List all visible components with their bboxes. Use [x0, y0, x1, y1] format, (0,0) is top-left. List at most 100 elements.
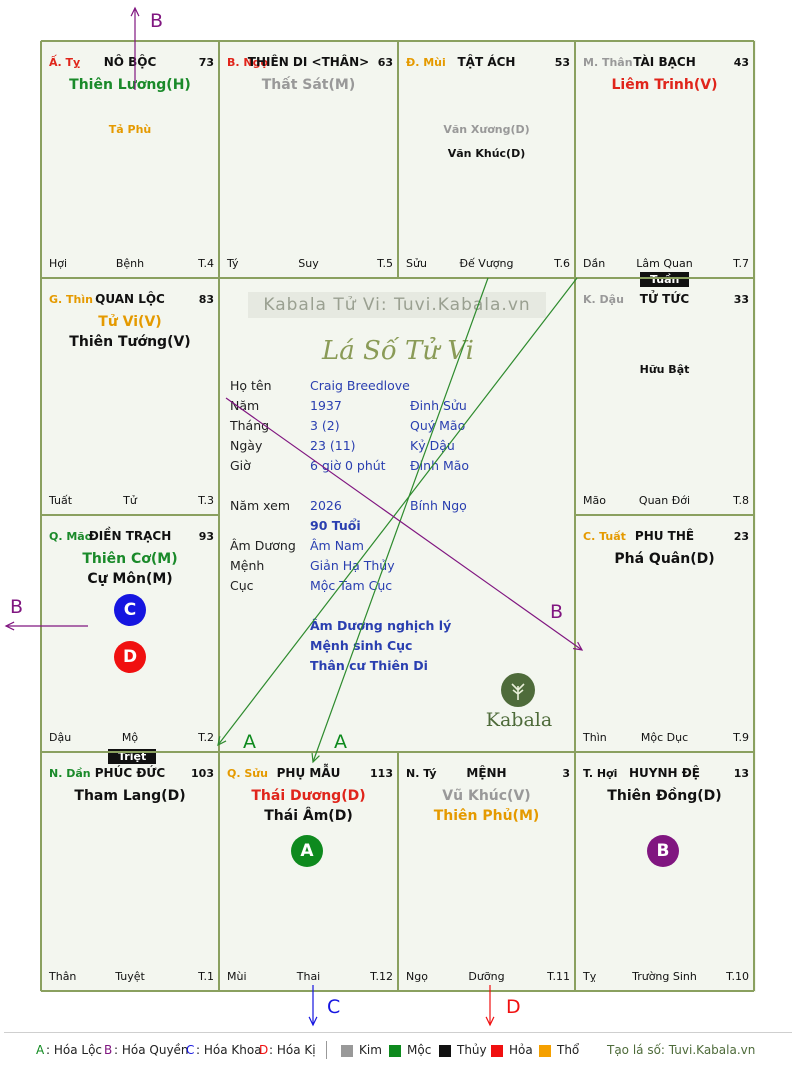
palace-can-chi: T. Hợi	[583, 767, 618, 780]
info-value: Âm Nam	[310, 538, 364, 553]
palace-title: TỬ TỨC	[639, 292, 690, 306]
palace-stage: Thai	[296, 970, 321, 983]
palace-title: PHỤ MẪU	[276, 766, 341, 780]
palace-number: 43	[733, 56, 749, 69]
main-star: Cự Môn(M)	[87, 571, 173, 587]
info-can-chi: Đinh Sửu	[410, 398, 467, 413]
info-can-chi: Kỷ Dậu	[410, 438, 455, 453]
palace-branch: Tỵ	[583, 970, 597, 983]
palace-branch: Mão	[583, 494, 606, 507]
main-star: Thất Sát(M)	[261, 77, 356, 93]
palace-stage: Dưỡng	[468, 970, 505, 983]
legend-element-label: Hỏa	[509, 1043, 533, 1057]
minor-star: Văn Khúc(D)	[447, 147, 526, 160]
hoa-quyen-arrow	[225, 397, 583, 651]
palace-title: MỆNH	[466, 766, 507, 780]
palace-limit: T.7	[733, 257, 749, 270]
palace-number: 53	[554, 56, 570, 69]
legend-hoa-key: A	[36, 1043, 45, 1057]
info-note: Thân cư Thiên Di	[310, 658, 428, 673]
palace-branch: Thìn	[583, 731, 607, 744]
palace-title: HUYNH ĐỆ	[629, 766, 700, 780]
arrow-label-a1: A	[243, 731, 256, 753]
palace-branch: Tuất	[49, 494, 73, 507]
palace-number: 3	[562, 767, 570, 780]
palace-stage: Tử	[123, 494, 137, 507]
main-star: Thiên Tướng(V)	[69, 334, 191, 350]
arrow-label-a2: A	[334, 731, 347, 753]
minor-star: Văn Xương(D)	[443, 123, 530, 136]
info-can-chi: Đinh Mão	[410, 458, 470, 473]
palace-number: 113	[370, 767, 393, 780]
palace-stage: Đế Vượng	[459, 257, 514, 270]
palace-can-chi: G. Thìn	[49, 293, 93, 306]
hoa-loc-arrow-head	[217, 736, 227, 747]
main-star: Thiên Lương(H)	[69, 77, 191, 93]
palace-limit: T.2	[198, 731, 214, 744]
info-value: 2026	[310, 498, 342, 513]
kabala-logo-text: Kabala	[485, 709, 553, 731]
info-value: 90 Tuổi	[310, 518, 361, 533]
palace-limit: T.5	[377, 257, 393, 270]
palace-can-chi: K. Dậu	[583, 293, 624, 306]
palace-number: 73	[198, 56, 214, 69]
palace-limit: T.10	[726, 970, 749, 983]
info-label: Âm Dương	[230, 538, 296, 553]
legend-swatch	[491, 1045, 503, 1057]
palace-title: THIÊN DI <THÂN>	[247, 55, 370, 69]
palace-number: 33	[733, 293, 749, 306]
info-can-chi: Bính Ngọ	[410, 498, 467, 513]
info-label: Năm xem	[230, 498, 291, 513]
palace-number: 13	[733, 767, 749, 780]
info-label: Ngày	[230, 438, 263, 453]
legend-element-label: Kim	[359, 1043, 382, 1057]
main-star: Thái Âm(D)	[264, 808, 353, 824]
main-star: Thái Dương(D)	[251, 788, 366, 804]
legend-hoa-label: : Hóa Quyền	[114, 1043, 189, 1057]
palace-limit: T.11	[547, 970, 570, 983]
palace-can-chi: C. Tuất	[583, 530, 626, 543]
legend-hoa-key: C	[186, 1043, 195, 1057]
palace-limit: T.12	[370, 970, 393, 983]
legend-swatch	[341, 1045, 353, 1057]
legend-element-label: Thủy	[457, 1043, 487, 1057]
palace-limit: T.4	[198, 257, 214, 270]
palace-can-chi: Q. Mão	[49, 530, 93, 543]
hoa-khoa-arrow-head	[308, 1016, 318, 1027]
hoa-quyen-arrow-head	[573, 641, 584, 651]
hoa-loc-arrow	[312, 277, 489, 763]
main-star: Vũ Khúc(V)	[442, 788, 531, 804]
tuan-badge: Tuần	[640, 272, 690, 287]
palace-can-chi: Q. Sửu	[227, 767, 268, 780]
palace-branch: Tý	[227, 257, 239, 270]
palace-stage: Quan Đới	[638, 494, 691, 507]
kabala-logo-icon	[501, 673, 535, 707]
info-value: Giản Hạ Thủy	[310, 558, 395, 573]
legend-swatch	[539, 1045, 551, 1057]
hoa-marker-d: D	[114, 641, 146, 673]
palace-branch: Sửu	[406, 257, 427, 270]
palace-branch: Hợi	[49, 257, 68, 270]
center-title: Lá Số Tử Vi	[321, 336, 474, 366]
palace-can-chi: M. Thân	[583, 56, 633, 69]
main-star: Thiên Cơ(M)	[82, 551, 178, 567]
palace-limit: T.1	[198, 970, 214, 983]
palace-number: 83	[198, 293, 214, 306]
palace-stage: Mộ	[121, 731, 139, 744]
info-label: Mệnh	[230, 558, 265, 573]
minor-star: Hữu Bật	[639, 363, 690, 376]
info-value: 23 (11)	[310, 438, 356, 453]
arrow-label-d-bottom: D	[506, 996, 521, 1018]
legend-separator	[326, 1041, 327, 1059]
palace-stage: Trường Sinh	[632, 970, 697, 983]
palace-can-chi: Đ. Mùi	[406, 56, 446, 69]
hoa-loc-arrow-head	[311, 752, 320, 764]
palace-number: 23	[733, 530, 749, 543]
palace-title: PHÚC ĐỨC	[94, 766, 166, 780]
